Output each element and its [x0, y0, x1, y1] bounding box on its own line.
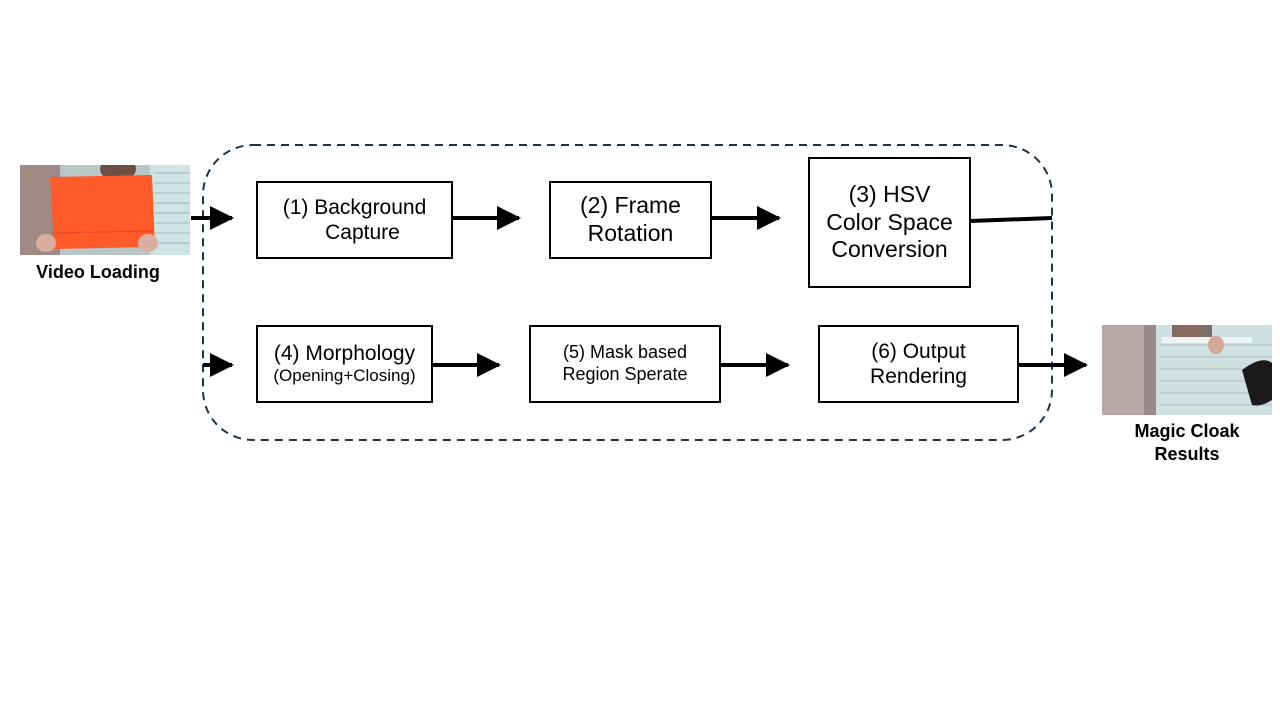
input-frame-illustration	[20, 165, 190, 255]
step-2-label-line1: (2) Frame	[580, 192, 681, 219]
output-caption-line1: Magic Cloak	[1134, 421, 1240, 441]
input-video-thumbnail	[20, 165, 190, 255]
step-1-label-line2: Capture	[325, 221, 400, 244]
step-5-label-line1: (5) Mask based	[562, 342, 688, 363]
step-5-label-line2: Region Sperate	[562, 364, 688, 384]
step-1-label-line1: (1) Background	[282, 195, 427, 219]
step-6-output-rendering: (6) Output Rendering	[818, 325, 1019, 403]
step-5-mask-region-separate: (5) Mask based Region Sperate	[529, 325, 721, 403]
input-caption: Video Loading	[36, 262, 160, 282]
step-2-label-line2: Rotation	[587, 220, 674, 246]
step-2-frame-rotation: (2) Frame Rotation	[549, 181, 712, 259]
processing-group-border	[202, 144, 1053, 441]
step-4-morphology: (4) Morphology (Opening+Closing)	[256, 325, 433, 403]
output-result-thumbnail	[1102, 325, 1272, 415]
step-3-label-line2: Color Space	[826, 208, 953, 235]
line-step3-exit	[969, 216, 1053, 223]
step-1-background-capture: (1) Background Capture	[256, 181, 453, 259]
step-4-label-line2: (Opening+Closing)	[273, 366, 416, 386]
output-frame-illustration	[1102, 325, 1272, 415]
step-4-label-line1: (4) Morphology	[273, 342, 416, 366]
step-3-hsv-conversion: (3) HSV Color Space Conversion	[808, 157, 971, 288]
output-caption: Magic Cloak Results	[1112, 420, 1262, 465]
step-6-label-line1: (6) Output	[871, 339, 966, 363]
step-3-label-line3: Conversion	[831, 236, 948, 263]
output-caption-line2: Results	[1154, 443, 1220, 464]
step-3-label-line1: (3) HSV	[848, 181, 931, 208]
step-6-label-line2: Rendering	[870, 365, 967, 388]
